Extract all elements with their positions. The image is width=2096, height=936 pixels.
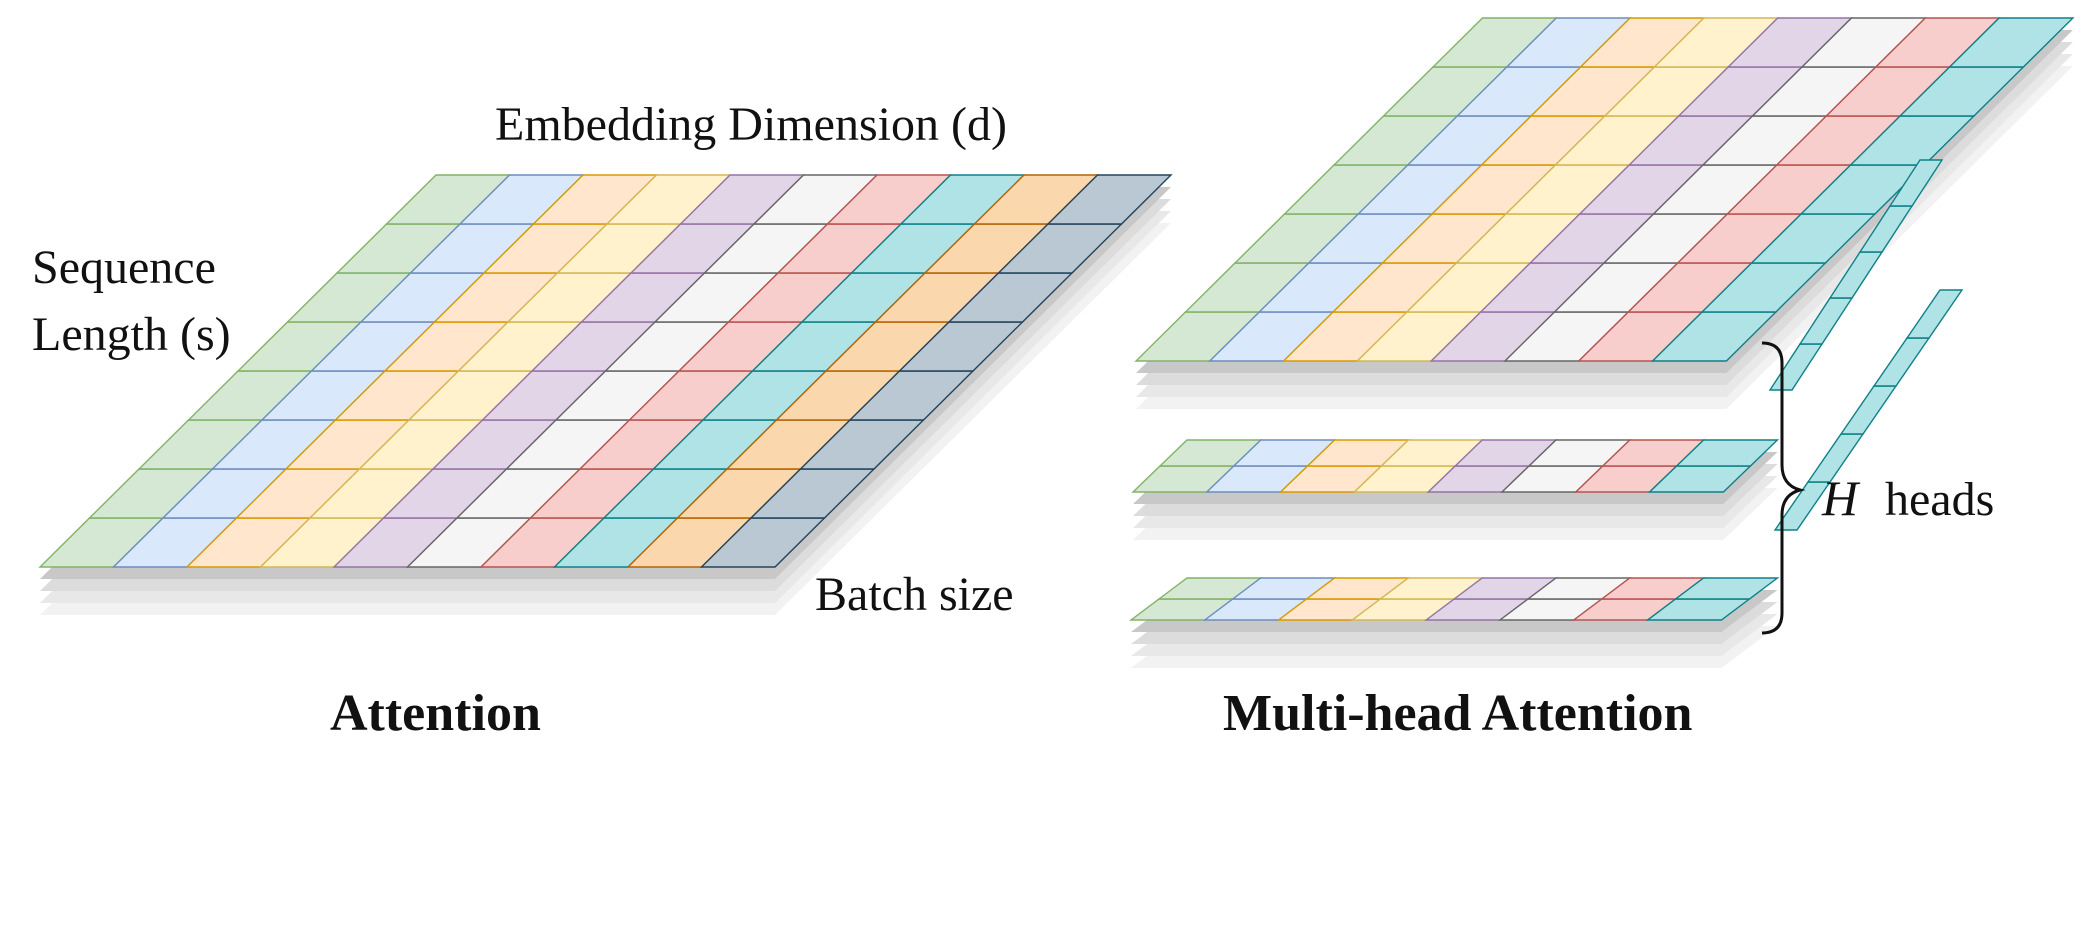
attention-cell: [1046, 174, 1173, 225]
head-back-strip: [1872, 337, 1931, 387]
head-back-strip: [1888, 159, 1944, 207]
head-2-cell: [1674, 439, 1780, 467]
heads-label: heads: [1885, 473, 1994, 526]
head-3-cell: [1673, 577, 1780, 600]
sequence-length-label-line1: Sequence: [32, 241, 216, 294]
sequence-length-label-line2: Length (s): [32, 308, 231, 361]
head-back-strip: [1905, 289, 1964, 339]
attention-tensor: [38, 174, 1173, 615]
embedding-dimension-label: Embedding Dimension (d): [495, 98, 1007, 151]
attention-caption: Attention: [330, 685, 541, 742]
multihead-attention-tensor: [1128, 17, 2075, 668]
batch-size-label: Batch size: [815, 568, 1014, 621]
multihead-attention-caption: Multi-head Attention: [1223, 685, 1693, 742]
head-back-strip: [1839, 385, 1898, 435]
heads-brace-icon: [1761, 341, 1806, 635]
head-1-cell: [1947, 17, 2075, 68]
heads-symbol: H: [1821, 470, 1861, 526]
